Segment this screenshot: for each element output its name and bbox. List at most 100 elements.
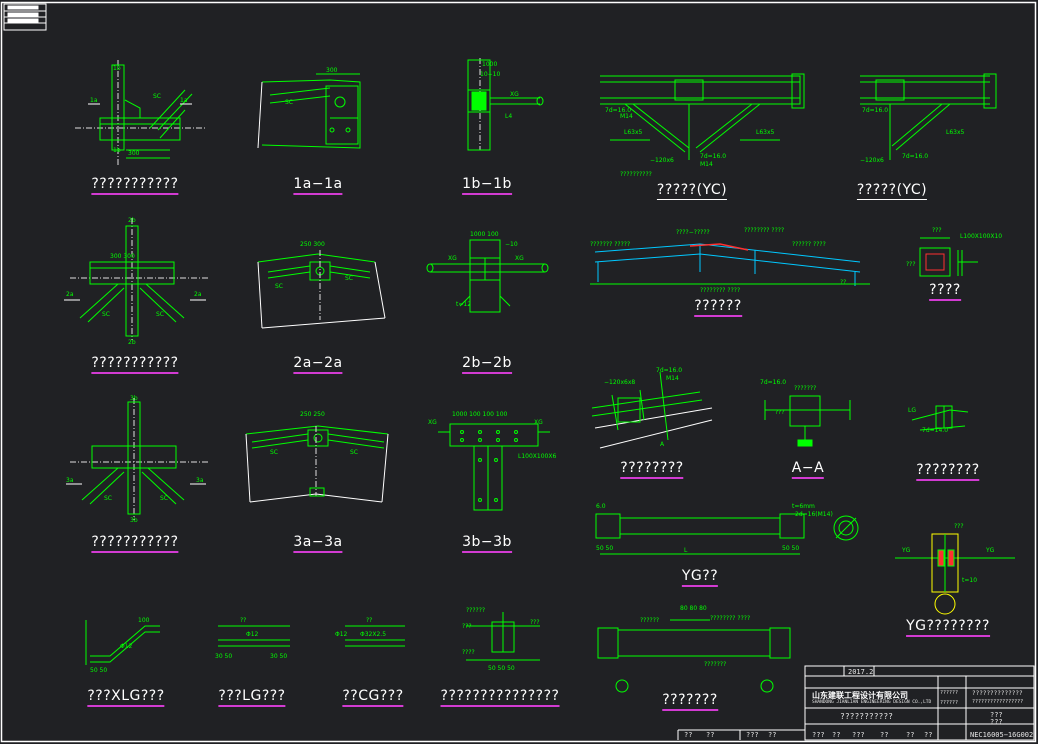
- tb-drawing-title: ???????????: [840, 712, 893, 721]
- svg-text:3a: 3a: [196, 477, 204, 484]
- svg-text:Φ12: Φ12: [120, 643, 133, 650]
- svg-text:7d=16.0: 7d=16.0: [656, 367, 682, 374]
- svg-text:L100X100X10: L100X100X10: [960, 233, 1002, 240]
- svg-text:????−?????: ????−?????: [676, 229, 710, 236]
- label-text: ?????(YC): [856, 182, 928, 198]
- corner-stamp: [3, 3, 47, 31]
- svg-text:???????? ????: ???????? ????: [710, 615, 750, 622]
- svg-text:1a: 1a: [180, 97, 188, 104]
- svg-text:?????? ????: ?????? ????: [792, 241, 826, 248]
- label-text: 2a−2a: [293, 355, 343, 371]
- svg-text:50 50: 50 50: [596, 545, 613, 552]
- label-node-2: ???????????: [91, 355, 179, 374]
- svg-text:7d=14.0: 7d=14.0: [922, 427, 948, 434]
- title-block-lines: [677, 665, 1035, 741]
- end-plate-detail: [466, 612, 540, 661]
- label-bracket: ????: [929, 282, 961, 301]
- svg-text:L63x5: L63x5: [946, 129, 965, 136]
- tb-bottom-5: ???: [812, 731, 825, 739]
- svg-text:???: ???: [530, 619, 540, 626]
- label-3a: 3a−3a: [293, 534, 343, 553]
- label-text: ???????????: [91, 534, 179, 550]
- svg-text:100: 100: [138, 617, 150, 624]
- tb-top-cell: 2017.2: [848, 668, 874, 676]
- svg-text:XG: XG: [515, 255, 524, 262]
- svg-text:LG: LG: [908, 407, 916, 414]
- svg-text:???????: ???????: [704, 661, 726, 668]
- svg-text:SC: SC: [104, 495, 112, 502]
- label-beam-a: ????????: [620, 460, 684, 479]
- tb-bottom-1: ??: [684, 731, 693, 739]
- section-1a: [257, 73, 361, 149]
- svg-text:SC: SC: [102, 311, 110, 318]
- label-2b: 2b−2b: [462, 355, 512, 374]
- svg-text:L: L: [684, 547, 688, 554]
- label-text: 2b−2b: [462, 355, 512, 371]
- svg-text:50 50: 50 50: [782, 545, 799, 552]
- svg-text:7d=16.0: 7d=16.0: [605, 107, 631, 114]
- brace-detail: [911, 405, 969, 431]
- svg-text:2b: 2b: [128, 339, 136, 346]
- svg-text:XG: XG: [448, 255, 457, 262]
- label-1b: 1b−1b: [462, 176, 512, 195]
- svg-text:−10: −10: [505, 241, 518, 248]
- section-2b: [426, 239, 549, 313]
- svg-text:1000: 1000: [482, 61, 497, 68]
- svg-text:SC: SC: [285, 99, 293, 106]
- roof-elevation: [590, 243, 870, 286]
- label-node-3: ???????????: [91, 534, 179, 553]
- yc-detail-2: [860, 73, 997, 160]
- label-text: YG??: [681, 568, 719, 584]
- svg-text:−120x6x8: −120x6x8: [604, 379, 635, 386]
- section-2a: [257, 250, 386, 329]
- tb-project2: ?????????????????: [972, 699, 1024, 705]
- svg-text:SC: SC: [275, 283, 283, 290]
- svg-text:L63x5: L63x5: [756, 129, 775, 136]
- svg-text:3b: 3b: [130, 517, 138, 524]
- tb-field2: ???: [990, 718, 1003, 726]
- svg-text:−120x6: −120x6: [650, 157, 674, 164]
- label-text: ???XLG???: [87, 688, 165, 704]
- svg-text:???????: ???????: [794, 385, 816, 392]
- label-2a: 2a−2a: [293, 355, 343, 374]
- svg-text:??: ??: [366, 617, 372, 624]
- svg-text:250 250: 250 250: [300, 411, 325, 418]
- label-text: ????????: [620, 460, 684, 476]
- label-text: 3b−3b: [462, 534, 512, 550]
- label-beam-bottom: ???????: [662, 692, 718, 711]
- svg-text:7d=16.0: 7d=16.0: [760, 379, 786, 386]
- section-1b: [467, 58, 544, 151]
- svg-text:XG: XG: [510, 91, 519, 98]
- bracket-detail: [919, 237, 978, 277]
- yg-connection: [895, 533, 1015, 615]
- svg-text:XG: XG: [428, 419, 437, 426]
- section-3b: [438, 423, 550, 511]
- svg-text:6.0: 6.0: [596, 503, 606, 510]
- svg-text:??????????: ??????????: [620, 171, 652, 178]
- tb-field1: ???: [990, 711, 1003, 719]
- tb-bottom-3: ???: [746, 731, 759, 739]
- svg-text:300: 300: [326, 67, 338, 74]
- svg-text:2a: 2a: [66, 291, 74, 298]
- svg-text:1000 100: 1000 100: [470, 231, 499, 238]
- svg-text:SC: SC: [350, 449, 358, 456]
- svg-text:A: A: [660, 441, 665, 448]
- label-node-1: ???????????: [91, 176, 179, 195]
- svg-text:M14: M14: [620, 113, 633, 120]
- svg-text:1a: 1a: [90, 97, 98, 104]
- svg-text:SC: SC: [345, 275, 353, 282]
- label-yg-conn: YG????????: [906, 618, 990, 637]
- xlg-detail: [85, 620, 160, 665]
- svg-text:3b: 3b: [130, 395, 138, 402]
- svg-text:M14: M14: [700, 161, 713, 168]
- label-text: ???????: [662, 692, 718, 708]
- svg-text:???????? ????: ???????? ????: [744, 227, 784, 234]
- label-roof: ??????: [694, 298, 742, 317]
- lg-detail: [218, 625, 290, 647]
- svg-text:??: ??: [240, 617, 246, 624]
- svg-text:SC: SC: [153, 93, 161, 100]
- node-detail-1: [75, 60, 205, 165]
